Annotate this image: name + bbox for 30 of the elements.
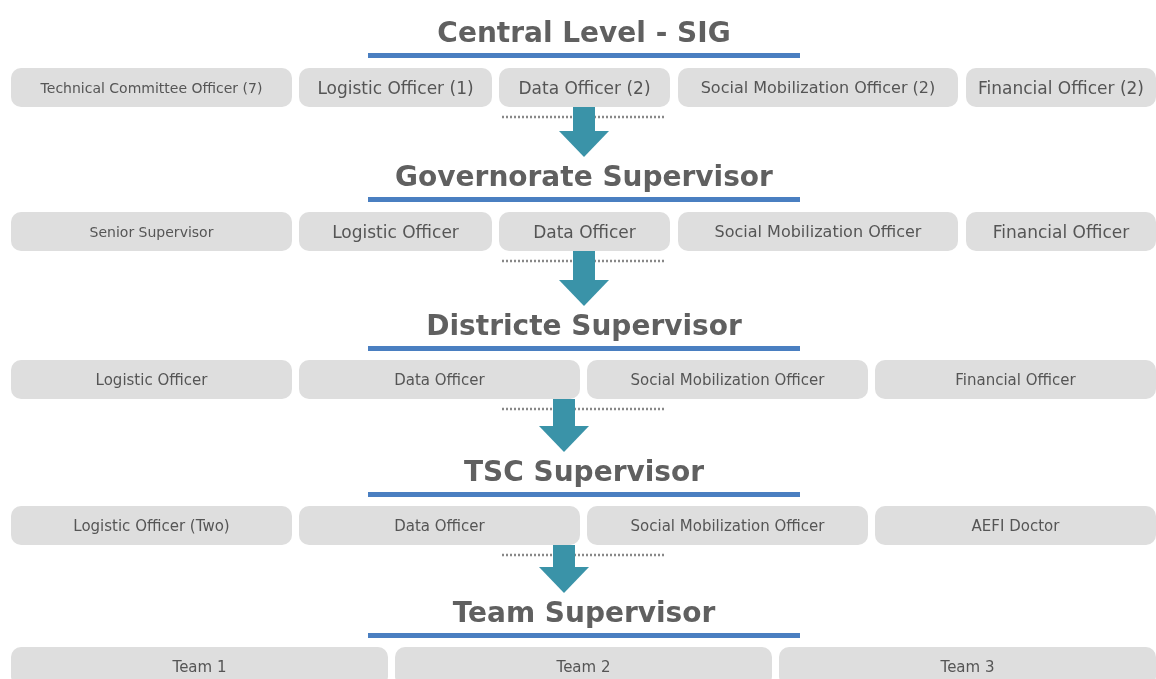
role-box: Financial Officer bbox=[875, 360, 1156, 399]
down-arrow bbox=[539, 545, 589, 593]
level-heading: TSC Supervisor bbox=[368, 452, 800, 497]
level-heading: Team Supervisor bbox=[368, 593, 800, 638]
role-box: Social Mobilization Officer bbox=[587, 506, 868, 545]
level-heading: Central Level - SIG bbox=[368, 13, 800, 58]
level-heading: Governorate Supervisor bbox=[368, 157, 800, 202]
role-box: Team 3 bbox=[779, 647, 1156, 679]
role-box: Social Mobilization Officer (2) bbox=[678, 68, 958, 107]
down-arrow bbox=[539, 399, 589, 452]
role-box: Logistic Officer (1) bbox=[299, 68, 492, 107]
down-arrow bbox=[559, 107, 609, 157]
role-box: Logistic Officer (Two) bbox=[11, 506, 292, 545]
role-box: Data Officer bbox=[299, 360, 580, 399]
role-box: Team 2 bbox=[395, 647, 772, 679]
role-box: Data Officer bbox=[499, 212, 670, 251]
role-box: Financial Officer (2) bbox=[966, 68, 1156, 107]
down-arrow bbox=[559, 251, 609, 306]
role-box: Team 1 bbox=[11, 647, 388, 679]
role-box: Financial Officer bbox=[966, 212, 1156, 251]
role-box: Data Officer bbox=[299, 506, 580, 545]
role-box: AEFI Doctor bbox=[875, 506, 1156, 545]
role-box: Logistic Officer bbox=[11, 360, 292, 399]
role-box: Logistic Officer bbox=[299, 212, 492, 251]
role-box: Data Officer (2) bbox=[499, 68, 670, 107]
role-box: Technical Committee Officer (7) bbox=[11, 68, 292, 107]
role-box: Social Mobilization Officer bbox=[587, 360, 868, 399]
role-box: Social Mobilization Officer bbox=[678, 212, 958, 251]
level-heading: Districte Supervisor bbox=[368, 306, 800, 351]
role-box: Senior Supervisor bbox=[11, 212, 292, 251]
